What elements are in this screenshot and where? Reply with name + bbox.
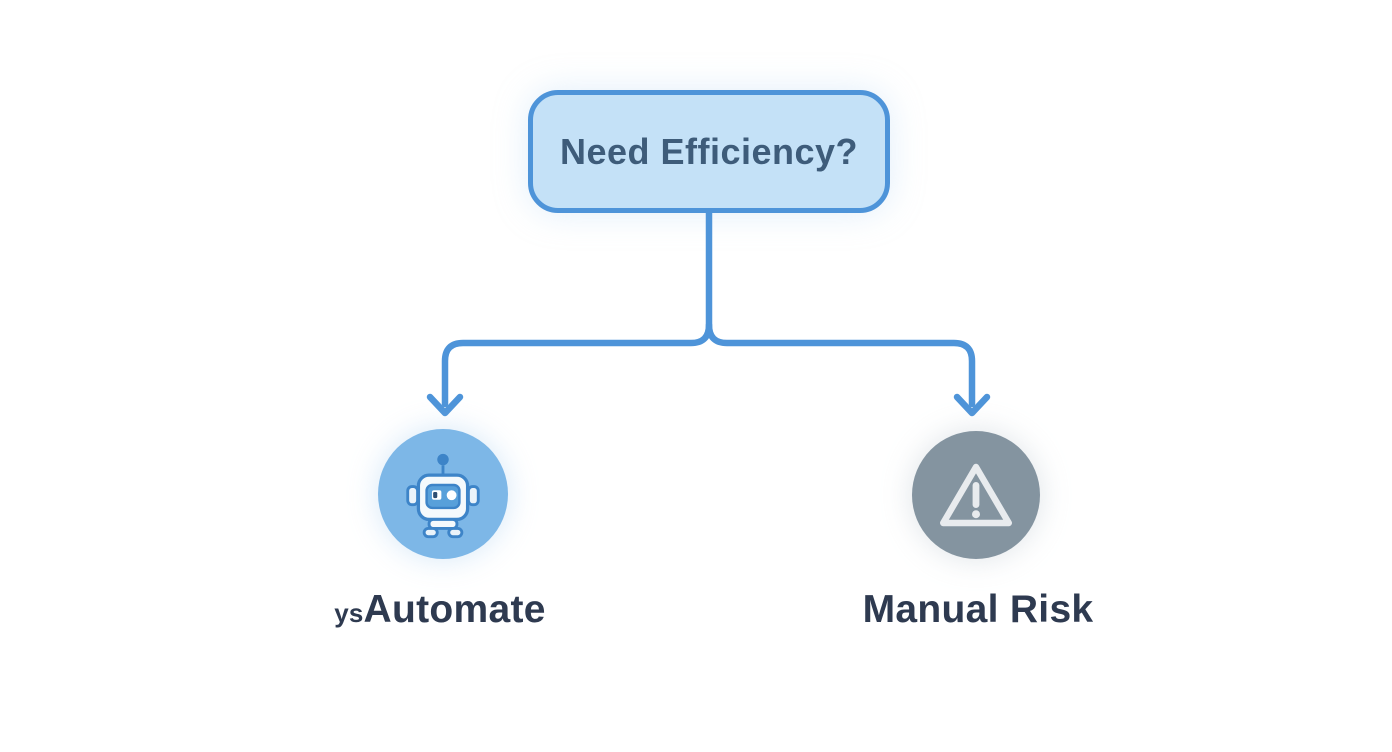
manual-risk-label: Manual Risk xyxy=(863,588,1094,632)
automate-label: ysAutomate xyxy=(334,588,546,632)
arrowhead-right-icon xyxy=(953,393,991,417)
connector-stem-left-branch xyxy=(441,209,713,408)
decision-node-label: Need Efficiency? xyxy=(559,130,859,172)
automate-node xyxy=(378,429,508,559)
manual-risk-label-main: Manual Risk xyxy=(862,588,1094,631)
automate-label-prefix: ys xyxy=(334,598,364,628)
decision-node: Need Efficiency? xyxy=(528,90,890,213)
connector-right-branch xyxy=(705,321,976,408)
automate-label-main: Automate xyxy=(363,588,546,631)
arrowhead-left-icon xyxy=(426,393,464,417)
robot-icon xyxy=(406,453,480,539)
warning-icon xyxy=(940,463,1012,527)
manual-risk-node xyxy=(912,431,1040,559)
